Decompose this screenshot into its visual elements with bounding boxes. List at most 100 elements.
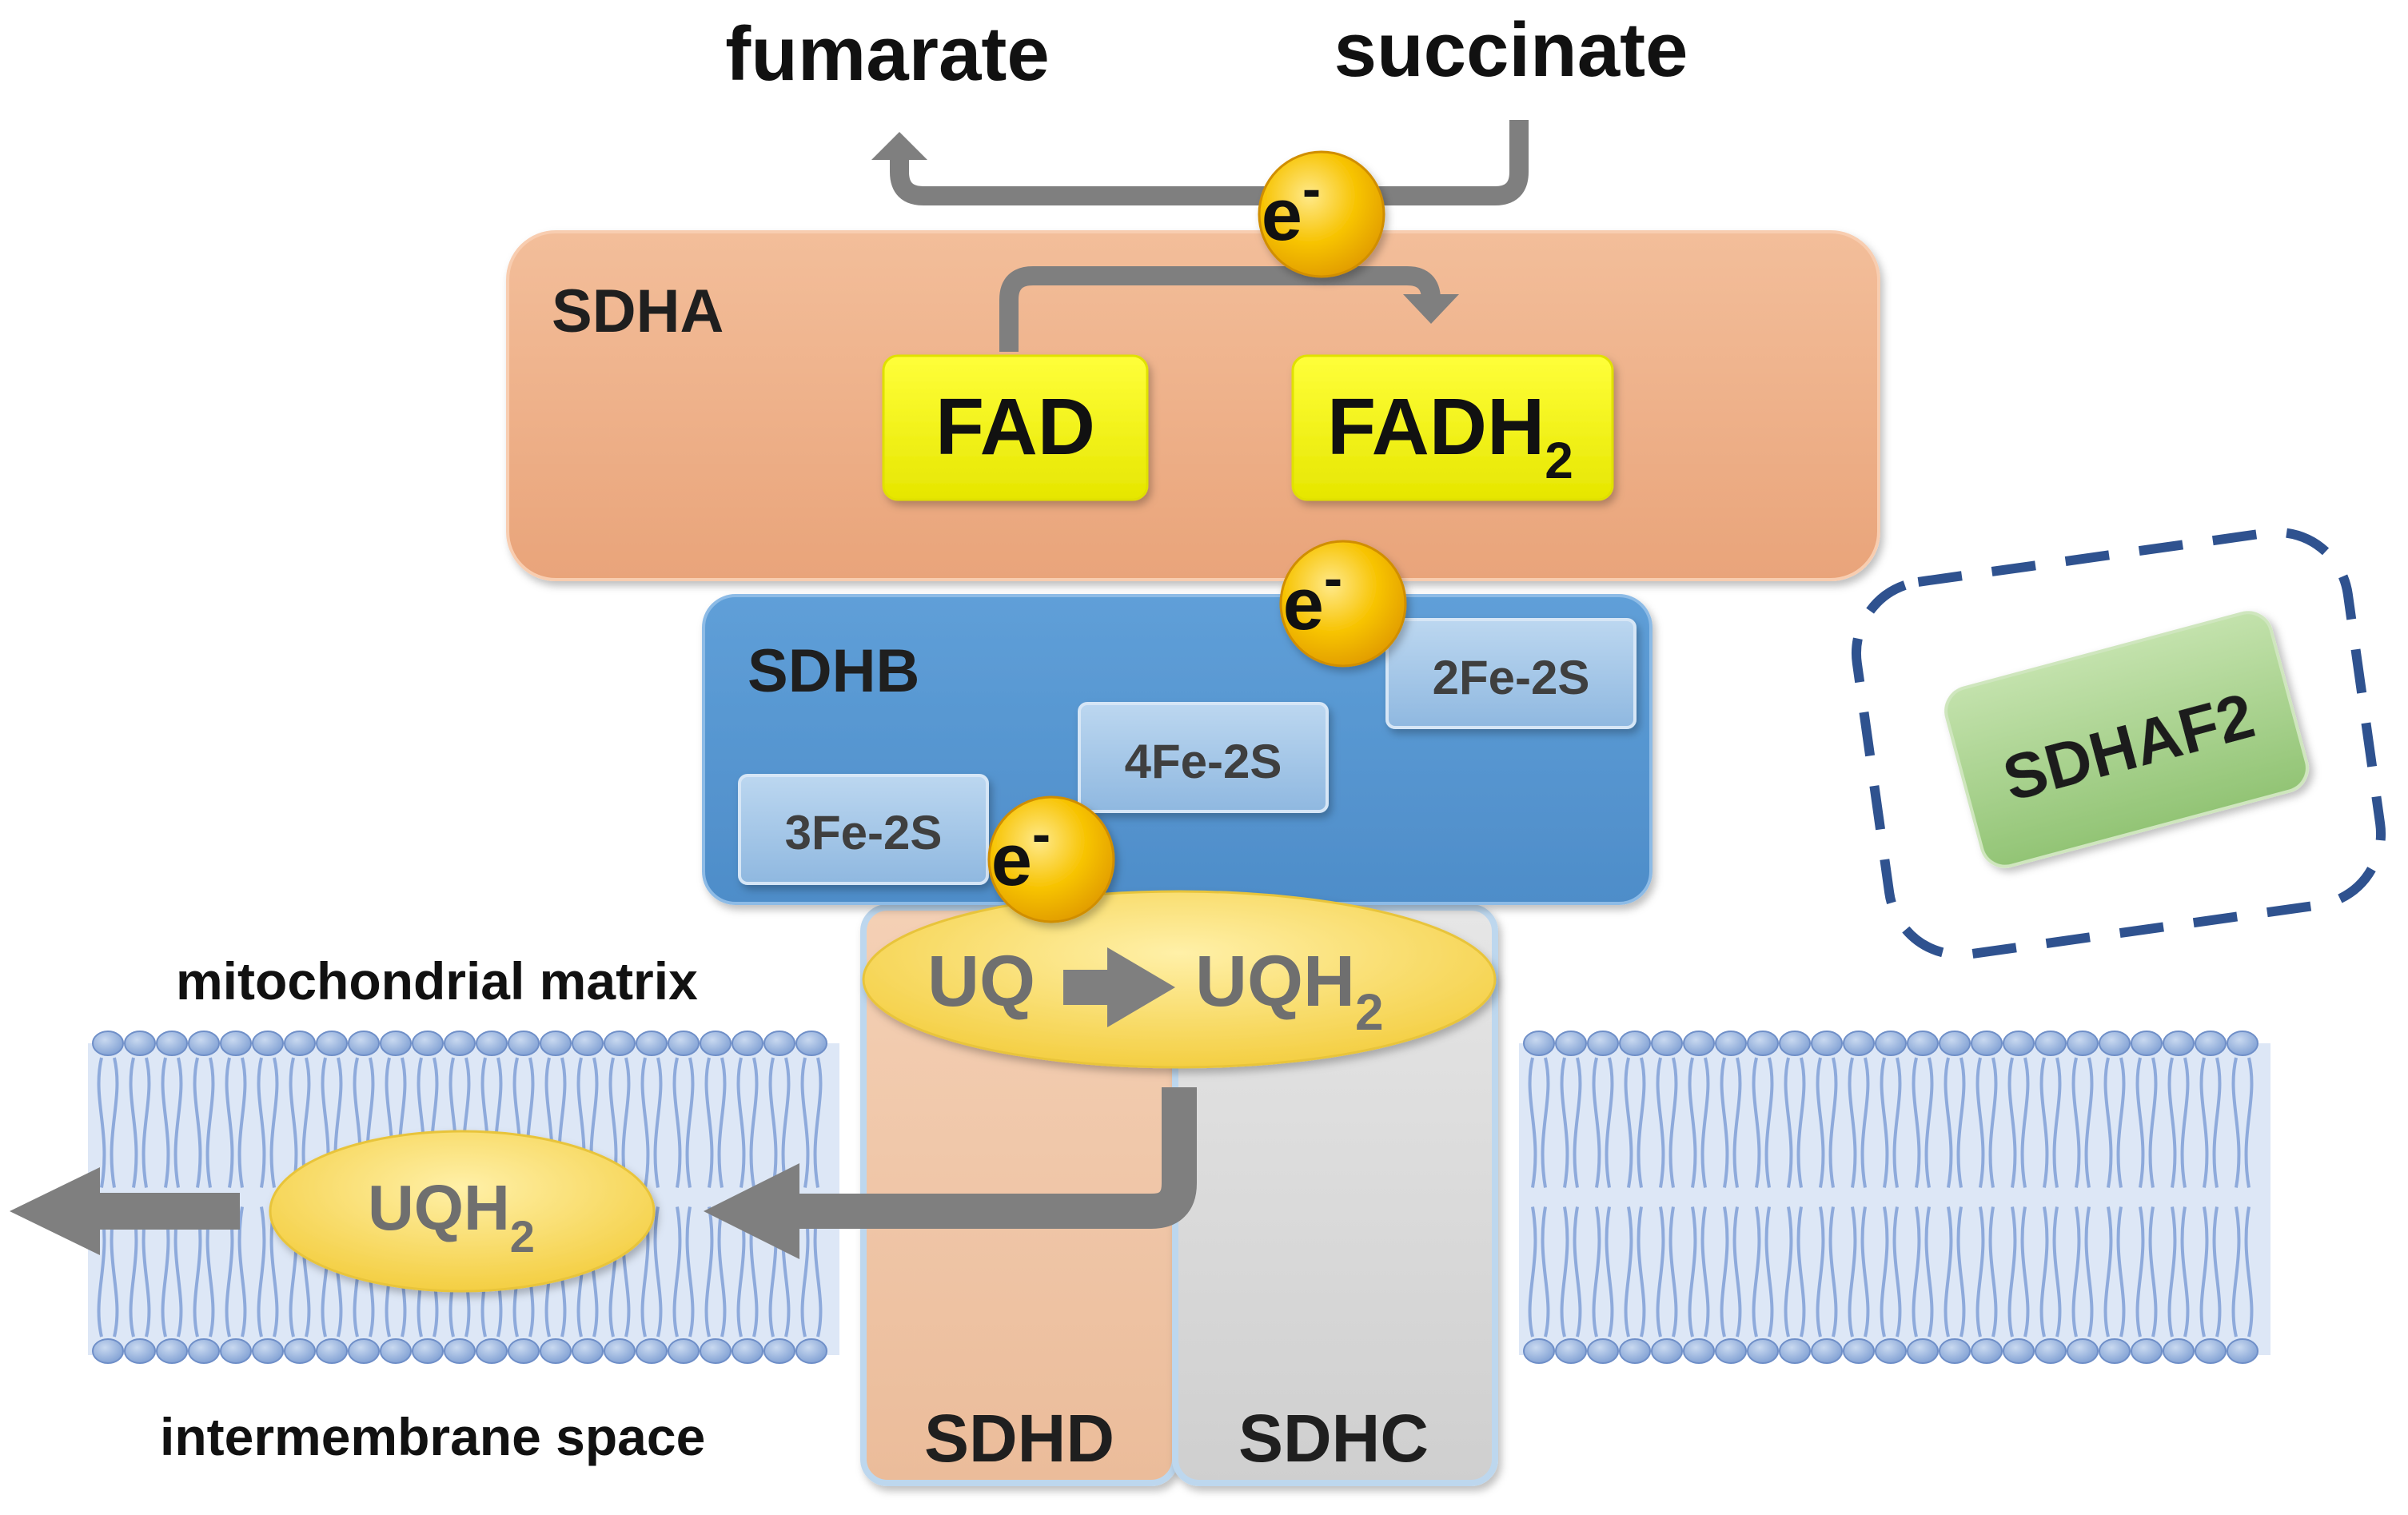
lipid-head	[1523, 1031, 1555, 1056]
uq-label: UQ	[927, 942, 1035, 1022]
lipid-head	[124, 1338, 156, 1364]
lipid-tail	[1912, 1057, 1934, 1338]
electron-3	[987, 795, 1115, 923]
lipid-head	[1555, 1031, 1587, 1056]
lipid-tail	[1975, 1057, 1998, 1338]
lipid-head	[1907, 1031, 1939, 1056]
lipid-head	[540, 1031, 572, 1056]
sdhc-label: SDHC	[1238, 1401, 1429, 1476]
lipid-tail	[704, 1057, 727, 1338]
lipid-tail	[321, 1057, 343, 1338]
lipid-tail	[608, 1057, 631, 1338]
lipid-tail	[353, 1057, 375, 1338]
lipid-head	[92, 1031, 124, 1056]
lipid-tail	[2007, 1057, 2030, 1338]
lipid-head	[1715, 1338, 1747, 1364]
lipid-tail	[1720, 1057, 1742, 1338]
lipid-head	[668, 1031, 700, 1056]
fe-s-4fe2s-box	[1078, 702, 1329, 813]
mitochondrial-matrix-label: mitochondrial matrix	[176, 951, 698, 1011]
fe-2fe2s-label: 2Fe-2S	[1433, 651, 1590, 704]
lipid-head	[2131, 1031, 2163, 1056]
lipid-head	[220, 1031, 252, 1056]
lipid-tail	[257, 1057, 279, 1338]
lipid-head	[763, 1031, 795, 1056]
lipid-head	[252, 1031, 284, 1056]
fad-to-fadh2-arrow	[999, 266, 1459, 352]
lipid-head	[508, 1031, 540, 1056]
lipid-head	[795, 1031, 827, 1056]
lipid-tail	[2167, 1057, 2190, 1338]
lipid-head	[1747, 1031, 1779, 1056]
lipid-head	[380, 1338, 412, 1364]
lipid-head	[668, 1338, 700, 1364]
lipid-head	[2195, 1338, 2227, 1364]
lipid-head	[2227, 1338, 2258, 1364]
lipid-head	[348, 1338, 380, 1364]
lipid-tail	[1528, 1057, 1550, 1338]
lipid-head	[156, 1338, 188, 1364]
electron-2-label: e-	[1283, 547, 1342, 645]
lipid-head	[1843, 1338, 1875, 1364]
lipid-head	[1651, 1338, 1683, 1364]
lipid-head	[1907, 1338, 1939, 1364]
lipid-head	[316, 1031, 348, 1056]
lipid-tail	[385, 1057, 407, 1338]
lipid-head	[1971, 1338, 2003, 1364]
lipid-tail	[417, 1057, 439, 1338]
lipid-head	[220, 1338, 252, 1364]
uqh2-label: UQH2	[1195, 942, 1384, 1041]
lipid-tail	[1624, 1057, 1646, 1338]
lipid-head	[252, 1338, 284, 1364]
fad-label: FAD	[935, 382, 1095, 472]
electron-3-label: e-	[991, 803, 1051, 901]
lipid-head	[1651, 1031, 1683, 1056]
lipid-head	[2163, 1031, 2195, 1056]
lipid-head	[284, 1338, 316, 1364]
lipid-tail	[512, 1057, 535, 1338]
lipid-head	[1779, 1338, 1811, 1364]
lipid-head	[1875, 1338, 1907, 1364]
lipid-head	[2067, 1338, 2099, 1364]
lipid-tail	[640, 1057, 663, 1338]
arrowhead-left	[704, 1163, 799, 1259]
lipid-head	[1715, 1031, 1747, 1056]
uq-to-uqh2-arrow	[1063, 947, 1175, 1027]
lipid-head	[380, 1031, 412, 1056]
fadh2-label: FADH2	[1327, 382, 1573, 489]
lipid-head	[316, 1338, 348, 1364]
lipid-bilayer	[88, 1031, 2270, 1364]
lipid-head	[795, 1338, 827, 1364]
sdhaf2-box: SDHAF2	[1944, 611, 2309, 868]
lipid-tail	[2103, 1057, 2126, 1338]
sdhd-label: SDHD	[924, 1401, 1114, 1476]
lipid-tail	[2199, 1057, 2222, 1338]
lipid-head	[1747, 1338, 1779, 1364]
lipid-tail	[736, 1057, 759, 1338]
lipid-head	[444, 1031, 476, 1056]
lipid-head	[2227, 1031, 2258, 1056]
lipid-head	[2131, 1338, 2163, 1364]
intermembrane-space-label: intermembrane space	[160, 1407, 705, 1466]
fe-s-2fe2s-box	[1385, 618, 1637, 729]
lipid-tail	[480, 1057, 503, 1338]
lipid-head	[2003, 1338, 2035, 1364]
fe-s-3fe2s-box	[738, 774, 989, 885]
succinate-to-fumarate-arrow	[871, 120, 1529, 205]
lipid-tail	[1848, 1057, 1870, 1338]
lipid-head	[444, 1338, 476, 1364]
lipid-head	[636, 1031, 668, 1056]
lipid-tail	[576, 1057, 599, 1338]
lipid-head	[1619, 1031, 1651, 1056]
lipid-tail	[2071, 1057, 2094, 1338]
lipid-tail	[544, 1057, 567, 1338]
lipid-head	[2003, 1031, 2035, 1056]
lipid-head	[732, 1338, 763, 1364]
fe-4fe2s-label: 4Fe-2S	[1125, 735, 1282, 788]
lipid-head	[156, 1031, 188, 1056]
succinate-label: succinate	[1334, 7, 1688, 93]
membrane-band-right	[1519, 1043, 2270, 1355]
lipid-head	[2067, 1031, 2099, 1056]
fadh2-box	[1291, 354, 1614, 501]
